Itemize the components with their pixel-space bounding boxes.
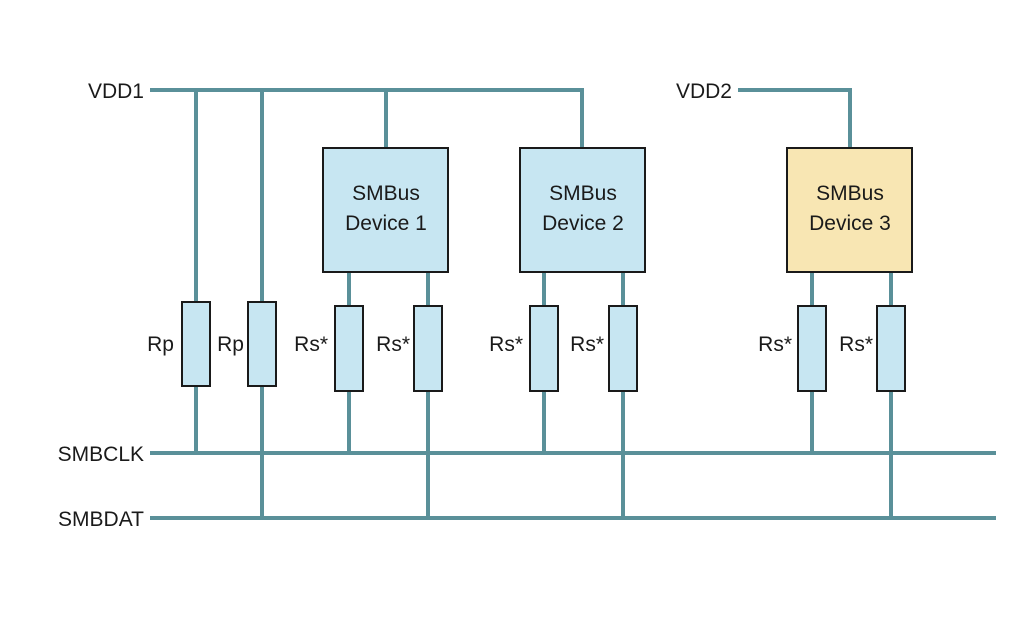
wires <box>150 88 996 520</box>
resistor-labels: Rp Rp Rs* Rs* Rs* Rs* Rs* Rs* <box>147 333 873 356</box>
dev3-rs-dat-resistor <box>876 305 906 392</box>
rp2-resistor <box>247 301 277 387</box>
rail-labels: VDD1 VDD2 SMBCLK SMBDAT <box>58 80 732 531</box>
dev2-rs-dat-resistor <box>608 305 638 392</box>
dev1-rs-dat-label: Rs* <box>376 333 410 356</box>
vdd1-label: VDD1 <box>88 80 144 103</box>
device-2-label-line2: Device 2 <box>542 212 624 235</box>
device-3-label-line2: Device 3 <box>809 212 891 235</box>
smbdat-label: SMBDAT <box>58 508 144 531</box>
devices: SMBus Device 1 SMBus Device 2 SMBus Devi… <box>322 147 913 273</box>
device-2-box <box>519 147 646 273</box>
dev3-rs-clk-resistor <box>797 305 827 392</box>
vdd2-label: VDD2 <box>676 80 732 103</box>
device-3-box <box>786 147 913 273</box>
device-1-label-line1: SMBus <box>352 182 420 205</box>
dev3-rs-dat-label: Rs* <box>839 333 873 356</box>
device-1-box <box>322 147 449 273</box>
dev2-rs-clk-label: Rs* <box>489 333 523 356</box>
resistors <box>181 301 906 392</box>
rp1-label: Rp <box>147 333 174 356</box>
device-3-label-line1: SMBus <box>816 182 884 205</box>
smbclk-label: SMBCLK <box>58 443 144 466</box>
rp1-resistor <box>181 301 211 387</box>
dev1-rs-clk-resistor <box>334 305 364 392</box>
dev1-rs-clk-label: Rs* <box>294 333 328 356</box>
rp2-label: Rp <box>217 333 244 356</box>
device-1-label-line2: Device 1 <box>345 212 427 235</box>
dev2-rs-dat-label: Rs* <box>570 333 604 356</box>
device-2-label-line1: SMBus <box>549 182 617 205</box>
dev3-rs-clk-label: Rs* <box>758 333 792 356</box>
dev2-rs-clk-resistor <box>529 305 559 392</box>
dev1-rs-dat-resistor <box>413 305 443 392</box>
